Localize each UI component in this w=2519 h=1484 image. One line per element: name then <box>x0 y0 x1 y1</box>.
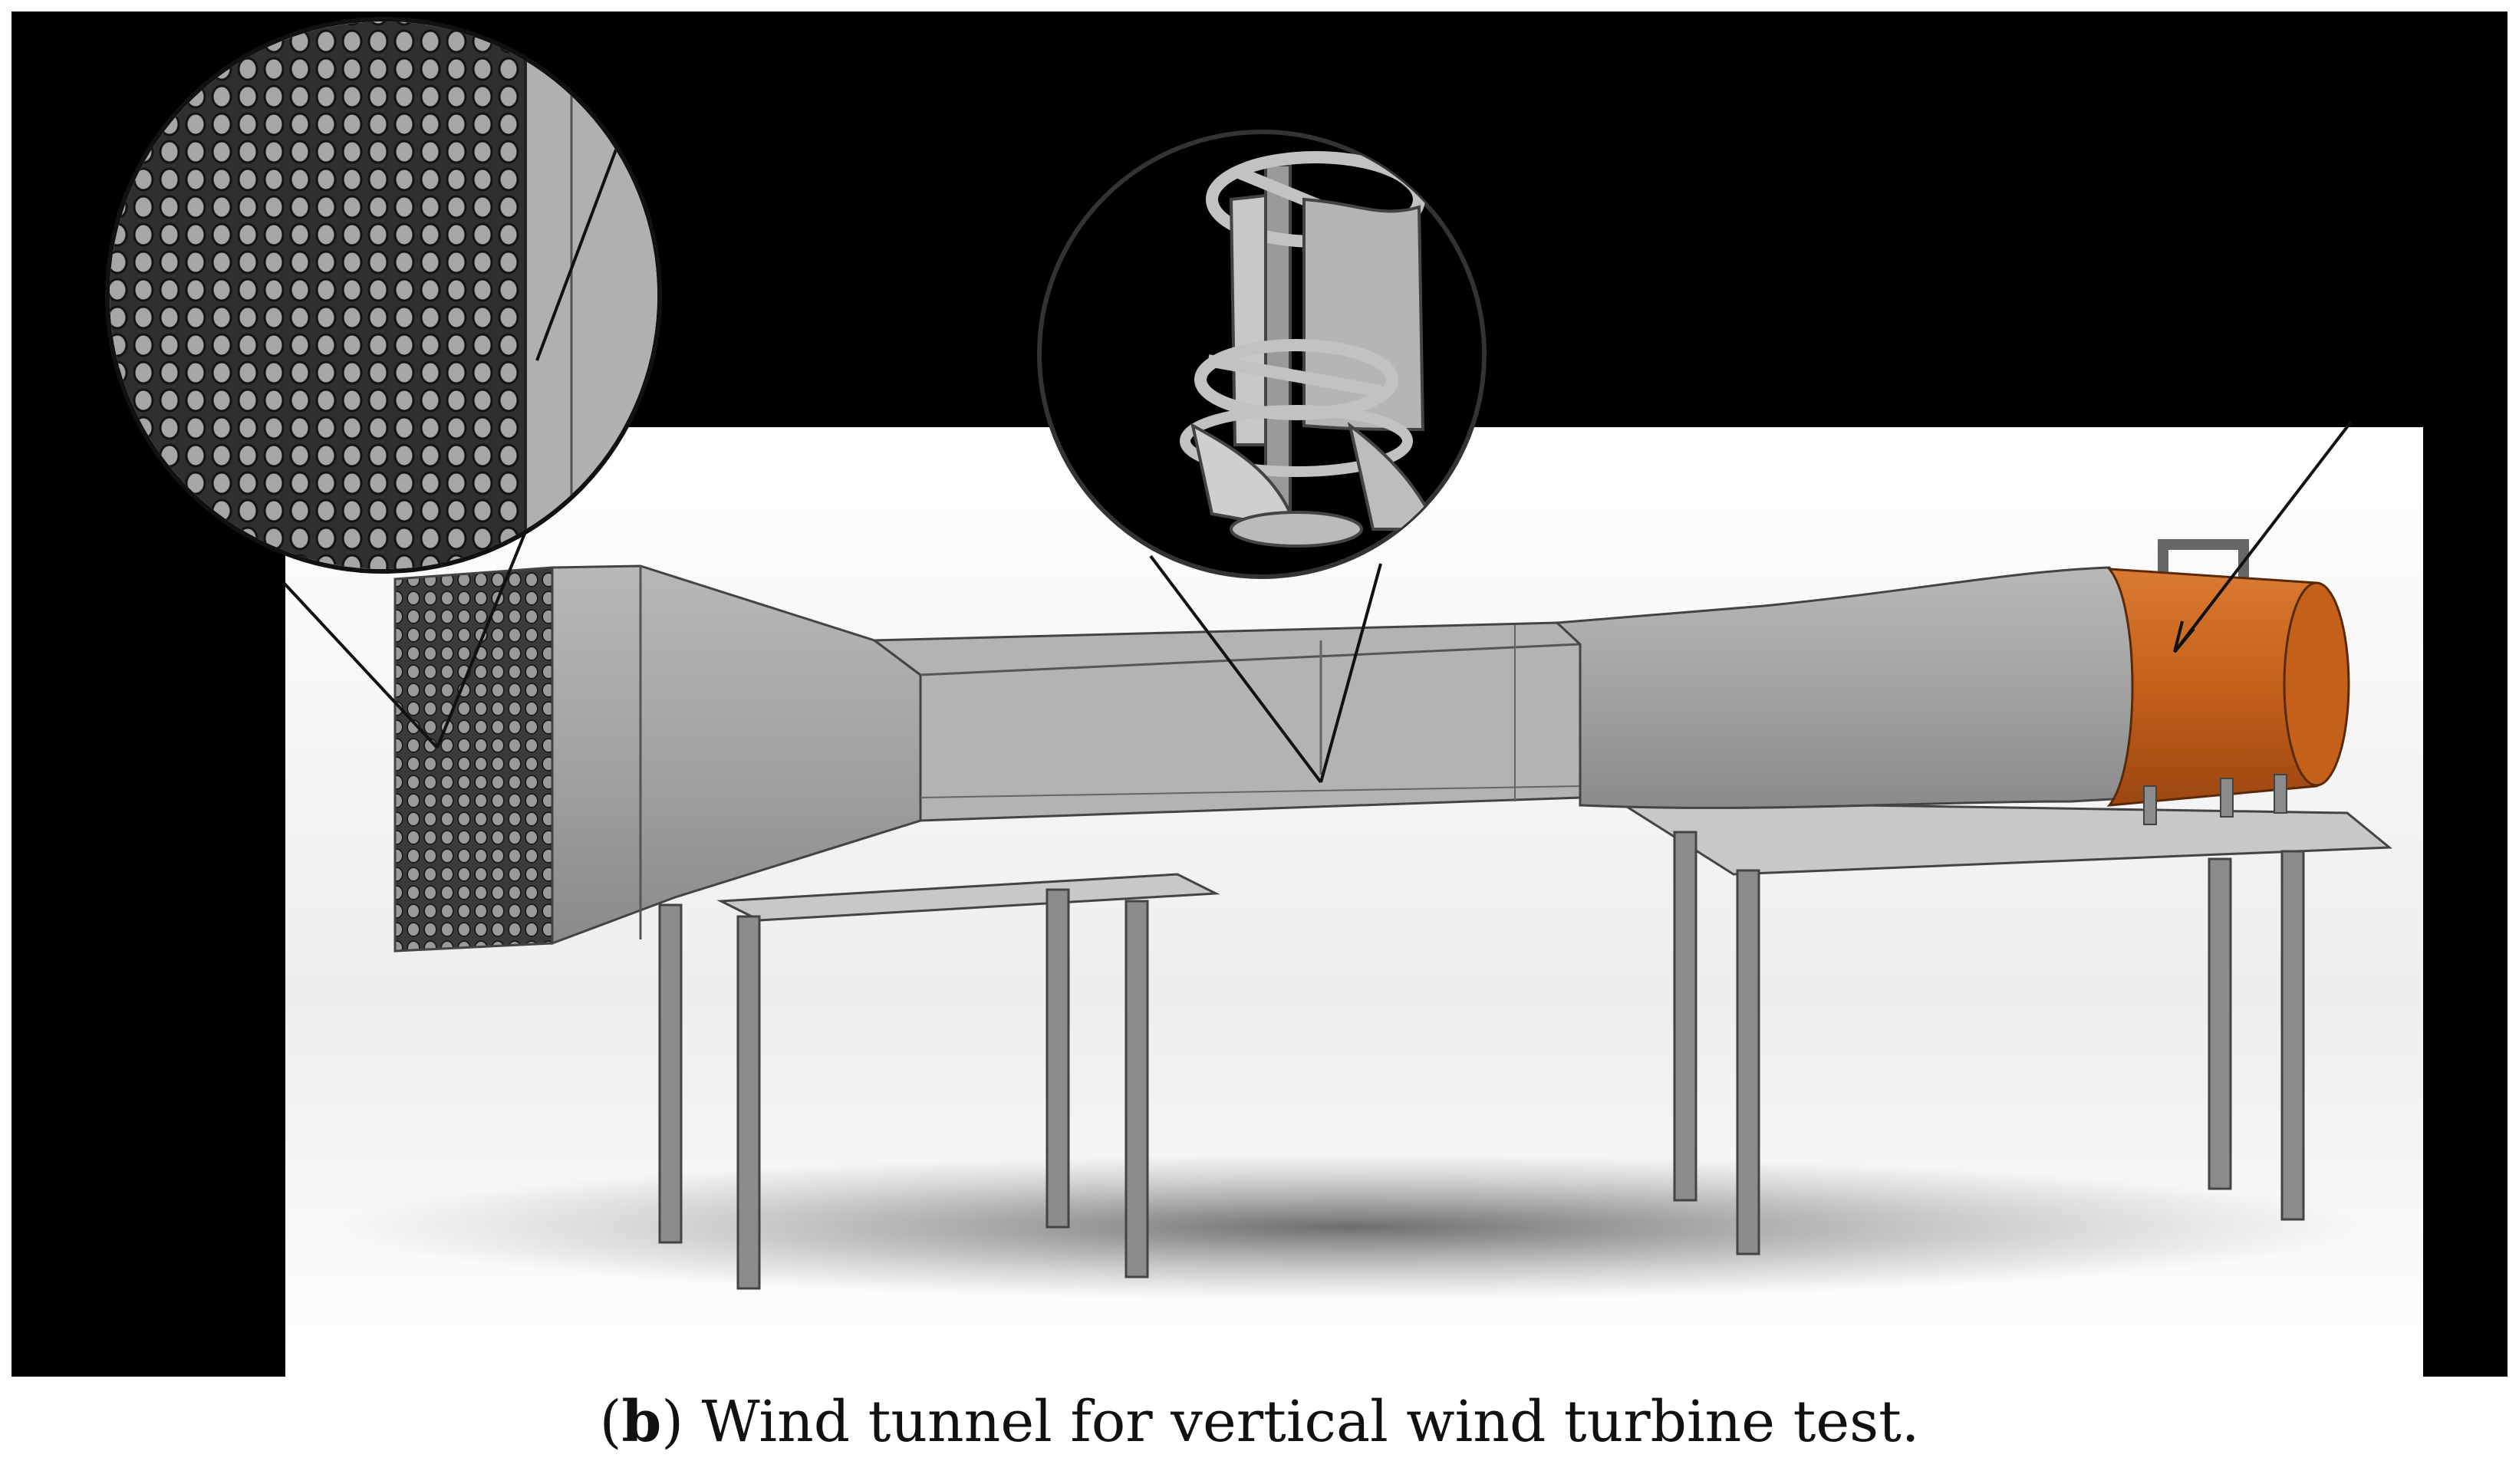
left-stand <box>658 873 1220 1290</box>
test-section <box>871 621 1582 822</box>
caption-text: Wind tunnel for vertical wind turbine te… <box>701 1389 1920 1455</box>
floor-shadow <box>338 1154 2363 1300</box>
honeycomb-inlet <box>393 566 554 953</box>
caption-label: b <box>621 1389 662 1455</box>
fan-unit <box>2106 539 2350 825</box>
honeycomb-zoom-detail <box>105 17 662 574</box>
right-stand <box>1614 800 2393 1255</box>
turbine-zoom-detail <box>1037 130 1487 579</box>
diffuser-section <box>1554 566 2142 809</box>
figure-caption: (b) Wind tunnel for vertical wind turbin… <box>599 1389 1920 1455</box>
